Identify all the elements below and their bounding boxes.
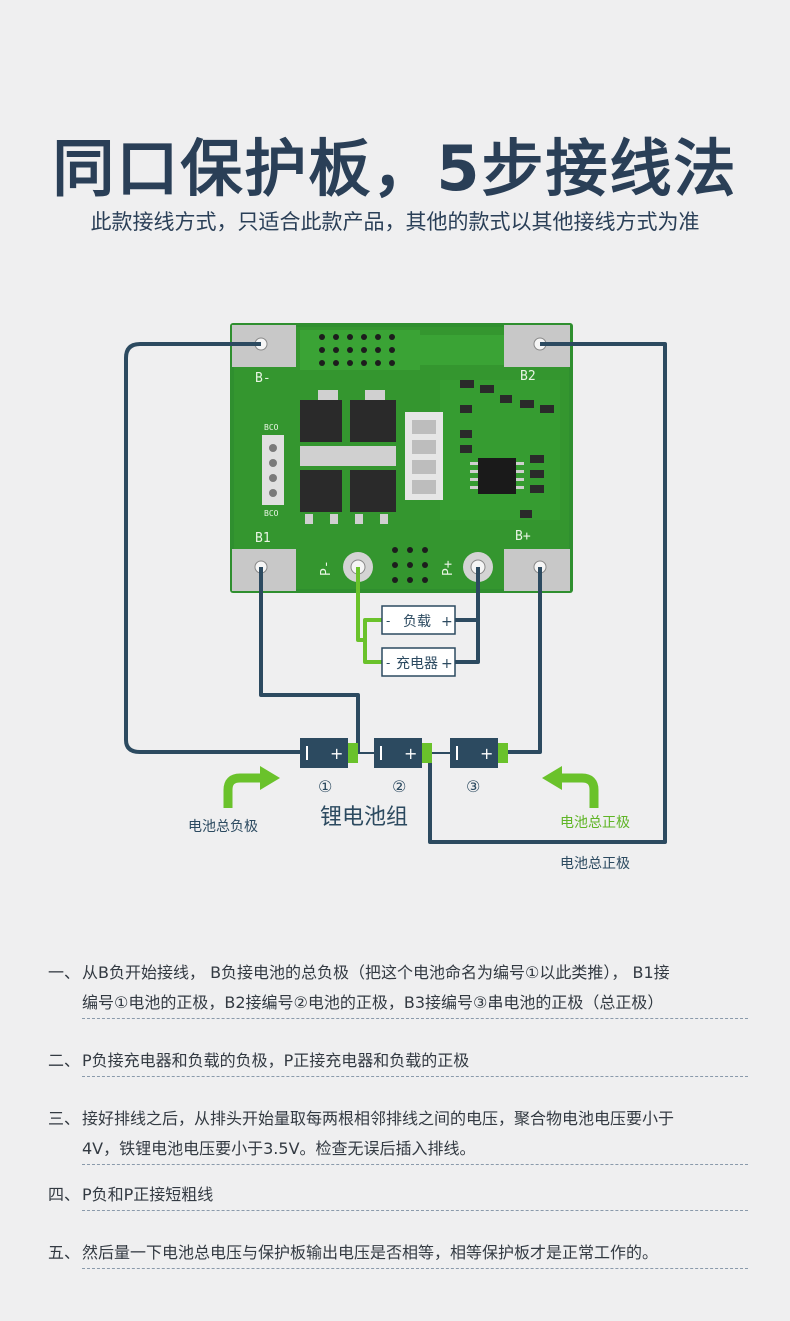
- step-line: 从B负开始接线， B负接电池的总负极（把这个电池命名为编号①以此类推）， B1接: [82, 963, 670, 982]
- charger-minus: -: [386, 656, 390, 670]
- step-number: 二、: [48, 1051, 81, 1070]
- pad-label-bplus: B+: [515, 529, 531, 544]
- step-line: 然后量一下电池总电压与保护板输出电压是否相等，相等保护板才是正常工作的。: [82, 1238, 748, 1269]
- cell-number-3: ③: [466, 777, 480, 796]
- load-minus: -: [386, 614, 390, 628]
- pad-label-b2: B2: [520, 369, 536, 384]
- step-4: 四、P负和P正接短粗线: [48, 1180, 748, 1211]
- silk-code-bottom: BCO: [264, 509, 279, 518]
- svg-text:+: +: [480, 744, 493, 763]
- silk-code-top: BCO: [264, 423, 279, 432]
- pad-label-b1: B1: [255, 531, 271, 546]
- wiring-diagram: B- B2 B1 B+ P- P+ BCO BCO - 负载 +: [124, 323, 667, 872]
- pad-label-bminus: B-: [255, 371, 271, 386]
- step-number: 三、: [48, 1109, 81, 1128]
- step-line: 编号①电池的正极，B2接编号②电池的正极，B3接编号③串电池的正极（总正极）: [82, 988, 748, 1019]
- step-5: 五、然后量一下电池总电压与保护板输出电压是否相等，相等保护板才是正常工作的。: [48, 1238, 748, 1269]
- step-number: 一、: [48, 963, 81, 982]
- charger-label: 充电器: [396, 656, 438, 672]
- charger-plus: +: [441, 656, 453, 672]
- step-line: P负接充电器和负载的负极，P正接充电器和负载的正极: [82, 1046, 748, 1077]
- page-title: 同口保护板，5步接线法: [52, 132, 738, 205]
- battery-wires: [124, 342, 667, 844]
- load-wires: [356, 567, 382, 664]
- negative-arrow-icon: [223, 773, 262, 808]
- step-line: 4V，铁锂电池电压要小于3.5V。检查无误后插入排线。: [82, 1134, 748, 1165]
- step-line: 接好排线之后，从排头开始量取每两根相邻排线之间的电压，聚合物电池电压要小于: [82, 1109, 675, 1128]
- svg-text:+: +: [330, 744, 343, 763]
- page-subtitle: 此款接线方式，只适合此款产品，其他的款式以其他接线方式为准: [90, 210, 700, 234]
- battery-cell-3: +: [450, 738, 508, 768]
- cell-number-1: ①: [318, 777, 332, 796]
- cell-number-2: ②: [392, 777, 406, 796]
- step-number: 五、: [48, 1243, 81, 1262]
- total-positive-label: 电池总正极: [560, 856, 630, 872]
- load-box: - 负载 +: [381, 605, 456, 635]
- svg-text:+: +: [404, 744, 417, 763]
- pad-label-pminus: P-: [319, 560, 334, 576]
- step-number: 四、: [48, 1185, 81, 1204]
- step-2: 二、P负接充电器和负载的负极，P正接充电器和负载的正极: [48, 1046, 748, 1077]
- battery-group-label: 锂电池组: [320, 805, 408, 830]
- load-label: 负载: [403, 614, 431, 630]
- pcb-board: B- B2 B1 B+ P- P+ BCO BCO: [230, 323, 573, 593]
- battery-cell-1: +: [300, 738, 358, 768]
- total-positive-label-green: 电池总正极: [560, 815, 630, 831]
- pad-label-pplus: P+: [441, 560, 456, 576]
- load-plus: +: [441, 614, 453, 630]
- positive-arrow-icon: [560, 773, 599, 808]
- battery-cell-2: +: [374, 738, 432, 768]
- total-negative-label: 电池总负极: [188, 819, 258, 835]
- charger-box: - 充电器 +: [381, 647, 456, 677]
- step-line: P负和P正接短粗线: [82, 1180, 748, 1211]
- step-3: 三、接好排线之后，从排头开始量取每两根相邻排线之间的电压，聚合物电池电压要小于 …: [48, 1104, 748, 1165]
- step-1: 一、从B负开始接线， B负接电池的总负极（把这个电池命名为编号①以此类推）， B…: [48, 958, 748, 1019]
